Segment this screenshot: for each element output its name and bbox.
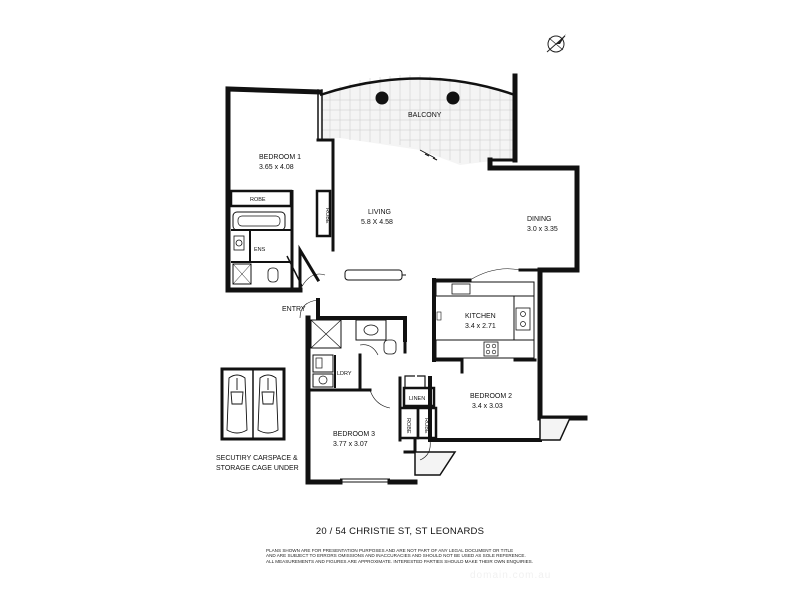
entry-label: ENTRY	[282, 306, 306, 313]
living-fixtures	[299, 149, 438, 319]
robe-b3b-label: ROBE	[423, 418, 429, 434]
left-margin	[0, 0, 180, 600]
watermark: domain.com.au	[470, 570, 552, 581]
bedroom2-label: BEDROOM 2	[470, 393, 512, 400]
robe1-label: ROBE	[250, 197, 266, 203]
car-icon	[226, 374, 248, 434]
disclaimer-line: PLANS SHOWN ARE FOR PRESENTATION PURPOSE…	[266, 548, 514, 553]
north-compass-icon	[546, 34, 566, 53]
kitchen-fixtures	[435, 268, 535, 359]
disclaimer: PLANS SHOWN ARE FOR PRESENTATION PURPOSE…	[266, 548, 606, 564]
carspace-diagram	[220, 367, 286, 441]
carspace-label-line1: SECUTIRY CARSPACE &	[216, 455, 298, 462]
laundry-fixtures	[310, 319, 572, 476]
disclaimer-line: AND ARE SUBJECT TO ERRORS OMISSIONS AND …	[266, 553, 526, 559]
robe-living-label: ROBE	[324, 208, 330, 224]
dining-size: 3.0 x 3.35	[527, 226, 558, 233]
car-icon	[257, 374, 279, 434]
right-margin	[620, 0, 800, 600]
windows	[227, 150, 390, 483]
room-labels: BALCONY BEDROOM 1 3.65 x 4.08 ROBE ENS R…	[216, 112, 558, 472]
living-size: 5.8 X 4.58	[361, 219, 393, 226]
bedroom3-label: BEDROOM 3	[333, 431, 375, 438]
linen-label: LINEN	[409, 396, 425, 402]
property-address: 20 / 54 CHRISTIE ST, ST LEONARDS	[315, 526, 485, 537]
living-label: LIVING	[368, 209, 391, 216]
kitchen-label: KITCHEN	[465, 313, 496, 320]
disclaimer-line: ALL MEASUREMENTS AND FIGURES ARE APPROXI…	[266, 558, 533, 564]
robe-b3a-label: ROBE	[405, 418, 411, 434]
bedroom1-label: BEDROOM 1	[259, 154, 301, 161]
bedroom3-size: 3.77 x 3.07	[333, 441, 368, 448]
balcony-label: BALCONY	[408, 112, 442, 119]
laundry-label: LDRY	[337, 371, 352, 377]
dining-label: DINING	[527, 216, 552, 223]
kitchen-size: 3.4 x 2.71	[465, 323, 496, 330]
balcony-area	[319, 75, 516, 165]
bedroom1-fixtures	[229, 189, 332, 290]
carspace-label-line2: STORAGE CAGE UNDER	[216, 465, 299, 472]
bedroom2-size: 3.4 x 3.03	[472, 403, 503, 410]
ens-label: ENS	[254, 247, 266, 253]
bedroom1-size: 3.65 x 4.08	[259, 164, 294, 171]
